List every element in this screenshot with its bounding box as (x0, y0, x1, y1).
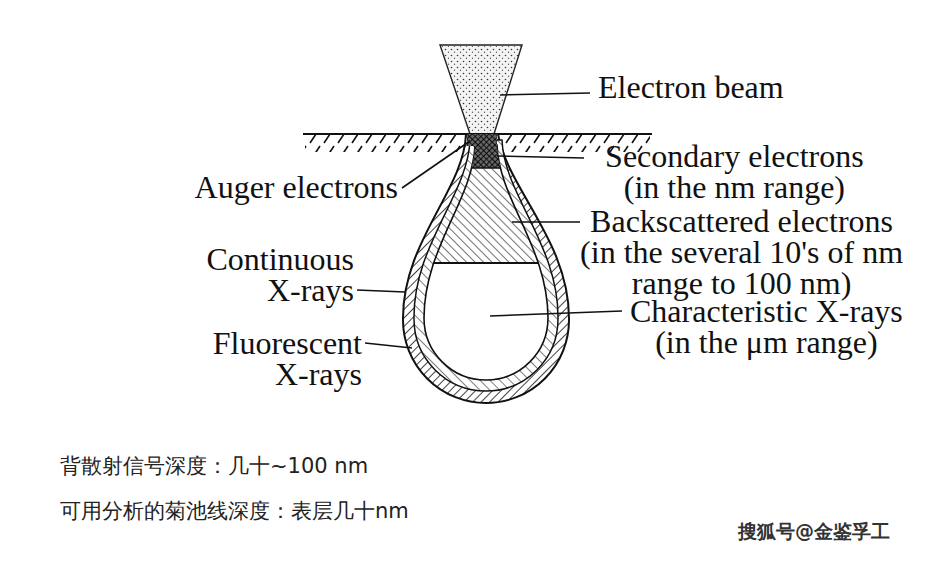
signal-label: Backscattered electrons (in the several … (572, 206, 911, 299)
signal-label: Characteristic X-rays (in the μm range) (624, 296, 909, 358)
depth-note: 可用分析的菊池线深度：表层几十nm (60, 497, 409, 525)
signal-label: Continuous X-rays (178, 244, 354, 306)
watermark: 搜狐号@金鉴孚工 (738, 519, 890, 543)
beam-label: Electron beam (598, 72, 784, 103)
depth-note: 背散射信号深度：几十~100 nm (60, 452, 368, 480)
signal-label: Secondary electrons (in the nm range) (592, 141, 877, 203)
signal-label: Auger electrons (195, 172, 398, 203)
signal-label: Fluorescent X-rays (186, 328, 362, 390)
